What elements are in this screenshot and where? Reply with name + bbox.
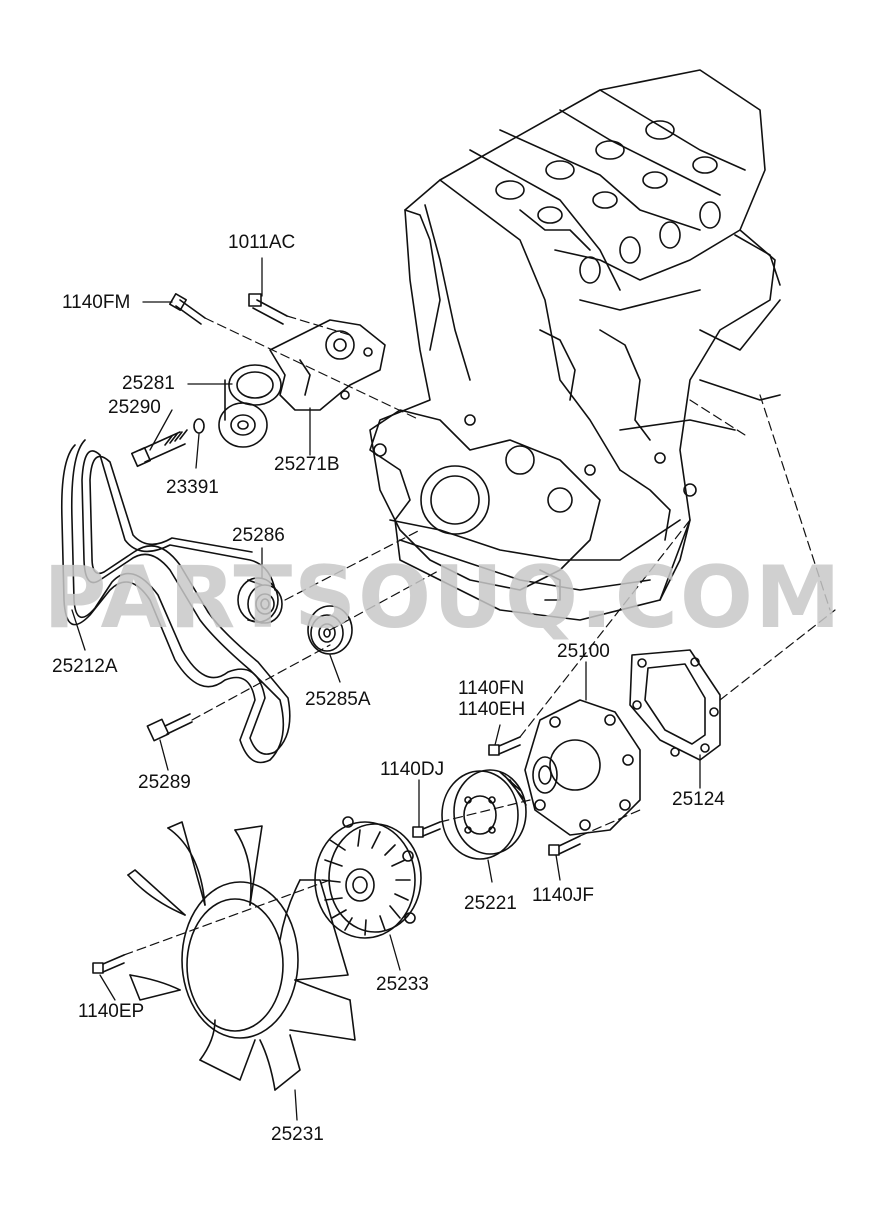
part-label-25286[interactable]: 25286 — [232, 525, 285, 546]
part-label-25124[interactable]: 25124 — [672, 789, 725, 810]
idler-bolt — [146, 713, 193, 742]
part-label-1140JF[interactable]: 1140JF — [532, 885, 594, 906]
part-label-1140EP[interactable]: 1140EP — [78, 1001, 145, 1022]
pump-bolts — [412, 736, 581, 856]
part-label-25233[interactable]: 25233 — [376, 974, 429, 995]
part-label-1011AC[interactable]: 1011AC — [228, 232, 296, 253]
part-label-1140FN[interactable]: 1140FN — [458, 678, 525, 699]
tensioner-bracket — [269, 319, 386, 411]
water-pump — [524, 699, 641, 836]
water-pump-pulley — [441, 769, 527, 860]
part-label-25281[interactable]: 25281 — [122, 373, 175, 394]
tensioner-bolt-and-spring — [130, 418, 205, 468]
part-label-25212A[interactable]: 25212A — [52, 656, 118, 677]
idler-pulley-upper — [237, 577, 283, 624]
assembly-lines — [123, 315, 836, 956]
engine-block — [369, 69, 781, 621]
part-label-25285A[interactable]: 25285A — [305, 689, 371, 710]
idler-pulley-lower — [307, 605, 353, 655]
serpentine-belt — [60, 439, 291, 764]
bracket-bolts — [169, 293, 288, 325]
leader-lines — [71, 257, 701, 1121]
part-label-25289[interactable]: 25289 — [138, 772, 191, 793]
part-label-25271B[interactable]: 25271B — [274, 454, 340, 475]
part-label-25100[interactable]: 25100 — [557, 641, 610, 662]
part-label-1140FM[interactable]: 1140FM — [62, 292, 131, 313]
water-pump-gasket — [629, 649, 721, 761]
part-label-23391[interactable]: 23391 — [166, 477, 219, 498]
part-label-25221[interactable]: 25221 — [464, 893, 517, 914]
part-label-1140EH[interactable]: 1140EH — [458, 699, 526, 720]
part-label-25290[interactable]: 25290 — [108, 397, 161, 418]
cooling-fan — [92, 821, 356, 1091]
fan-clutch — [314, 816, 422, 939]
part-label-25231[interactable]: 25231 — [271, 1124, 324, 1145]
part-label-1140DJ[interactable]: 1140DJ — [380, 759, 445, 780]
tensioner-pulley — [218, 364, 282, 448]
